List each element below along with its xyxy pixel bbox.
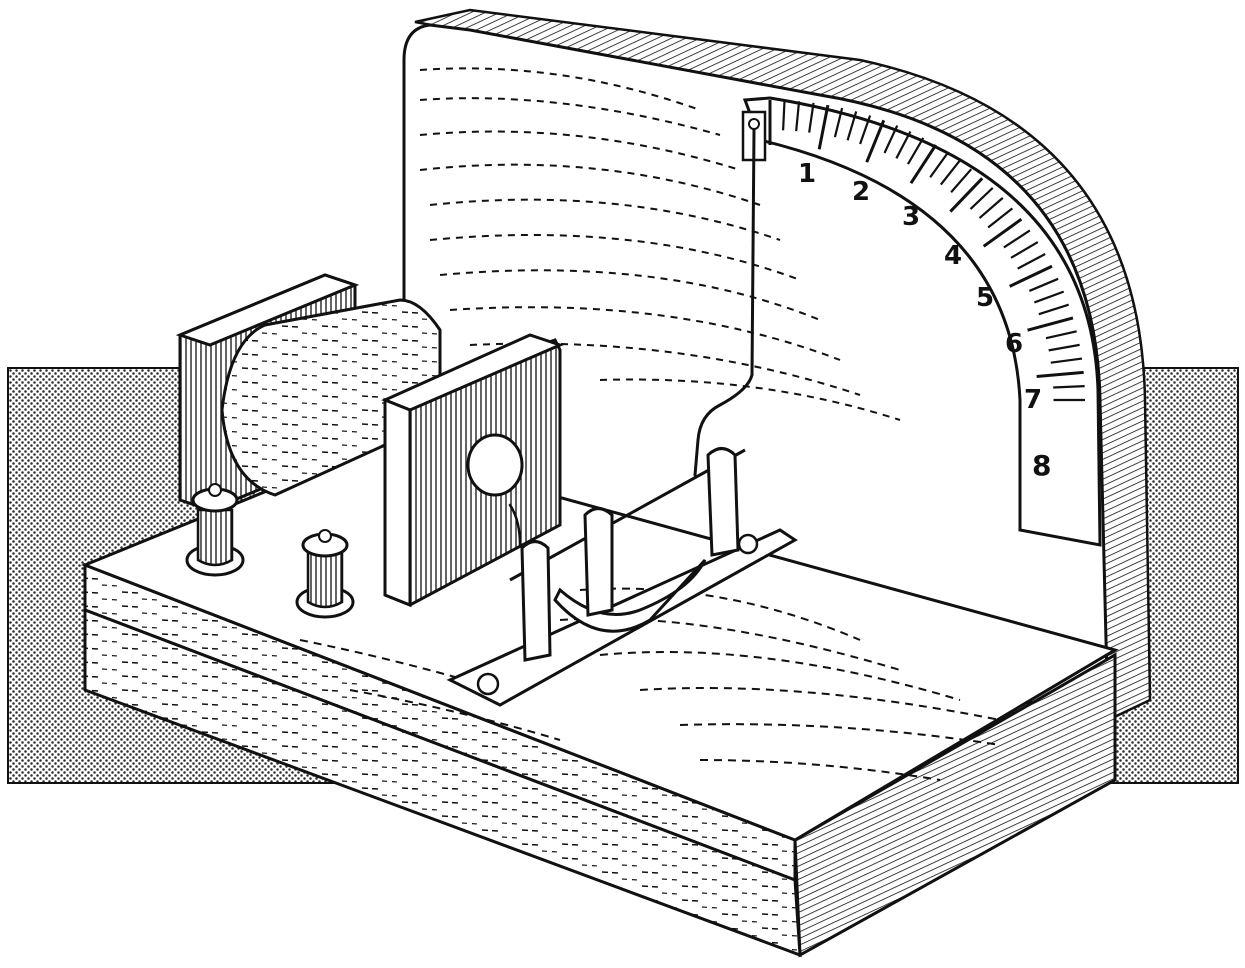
scale-tick (883, 125, 899, 154)
scale-tick (1010, 241, 1039, 259)
armature-assembly (446, 128, 798, 707)
scale-ticks (768, 100, 1085, 402)
pointer-wire (693, 128, 756, 477)
scale-tick (1028, 277, 1059, 292)
scale-label-5: 5 (976, 283, 994, 313)
base-wood-grain (299, 587, 1001, 781)
coil-winding (220, 298, 442, 497)
scale-label-8: 8 (1032, 449, 1051, 482)
scale-tick (907, 137, 925, 165)
binding-post-left (185, 483, 245, 577)
scale-tick (1048, 343, 1080, 352)
scale-tick (1033, 290, 1065, 304)
scale-tick (949, 177, 984, 213)
scale-tick (987, 207, 1014, 229)
scale-tick (978, 197, 1004, 219)
scale-tick (817, 104, 830, 150)
scale-tick (846, 111, 858, 141)
binding-post-right (295, 529, 355, 619)
scale-tick (1009, 264, 1053, 288)
scale-label-1: 1 (798, 159, 816, 189)
scale-tick (1045, 330, 1077, 340)
scale-tick (1050, 357, 1083, 364)
scale-tick (929, 151, 949, 178)
scale-tick (1036, 370, 1084, 378)
coil-back-flange-face (175, 273, 360, 347)
scale-tick (895, 130, 912, 159)
scale-tick (1017, 253, 1046, 270)
bearing-middle (583, 507, 614, 617)
scale-tick (808, 102, 815, 133)
coil-front-flange-front (383, 397, 412, 608)
scale-label-4: 4 (944, 241, 962, 271)
bearing-back (706, 447, 740, 557)
pointer-pivot (748, 118, 760, 130)
strip-screw-back (737, 533, 759, 555)
scale-tick (969, 187, 994, 210)
scale-numbers: 1 2 3 4 5 6 7 8 (798, 159, 1051, 482)
scale-label-3: 3 (902, 202, 920, 232)
coil-core (466, 433, 524, 497)
scale-tick (1053, 385, 1085, 389)
scale-tick (1027, 316, 1074, 332)
scale-tick (795, 101, 801, 132)
scale-label-2: 2 (852, 177, 870, 207)
scale-tick (950, 168, 973, 194)
scale-tick (1038, 303, 1070, 316)
scale-tick (939, 159, 961, 186)
electromagnet (175, 273, 565, 608)
scale-tick (781, 100, 786, 131)
scale-label-7: 7 (1024, 385, 1042, 415)
bearing-front (520, 540, 552, 662)
scale-tick (1003, 229, 1031, 249)
scale-tick (982, 217, 1023, 248)
strip-screw-front (476, 672, 500, 696)
scale-tick (909, 144, 938, 185)
lead-wire (508, 503, 522, 547)
scale-tick (865, 119, 886, 163)
scale-tick (833, 107, 844, 138)
scale-label-6: 6 (1005, 329, 1023, 359)
base-front-lower (83, 607, 802, 958)
scale-tick (859, 115, 872, 145)
